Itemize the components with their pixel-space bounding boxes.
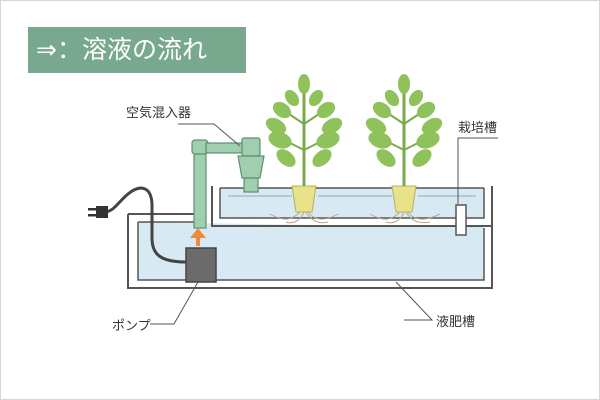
flow-legend: ⇒：溶液の流れ (28, 27, 246, 73)
plant-icon (365, 74, 443, 224)
leader-lines (150, 123, 498, 325)
pump (185, 247, 217, 283)
label-air-mixer: 空気混入器 (126, 105, 191, 121)
flow-arrow-icon (190, 228, 206, 246)
plant-icon (265, 74, 343, 224)
air-mixer (237, 137, 265, 193)
plug-icon (88, 206, 108, 218)
label-pump: ポンプ (112, 319, 151, 334)
label-nutrient-tank: 液肥槽 (436, 315, 475, 330)
label-cultivation-tank: 栽培槽 (458, 120, 497, 136)
cultivation-tank (211, 186, 493, 236)
supply-pipe (191, 139, 247, 229)
power-cable (88, 186, 187, 264)
